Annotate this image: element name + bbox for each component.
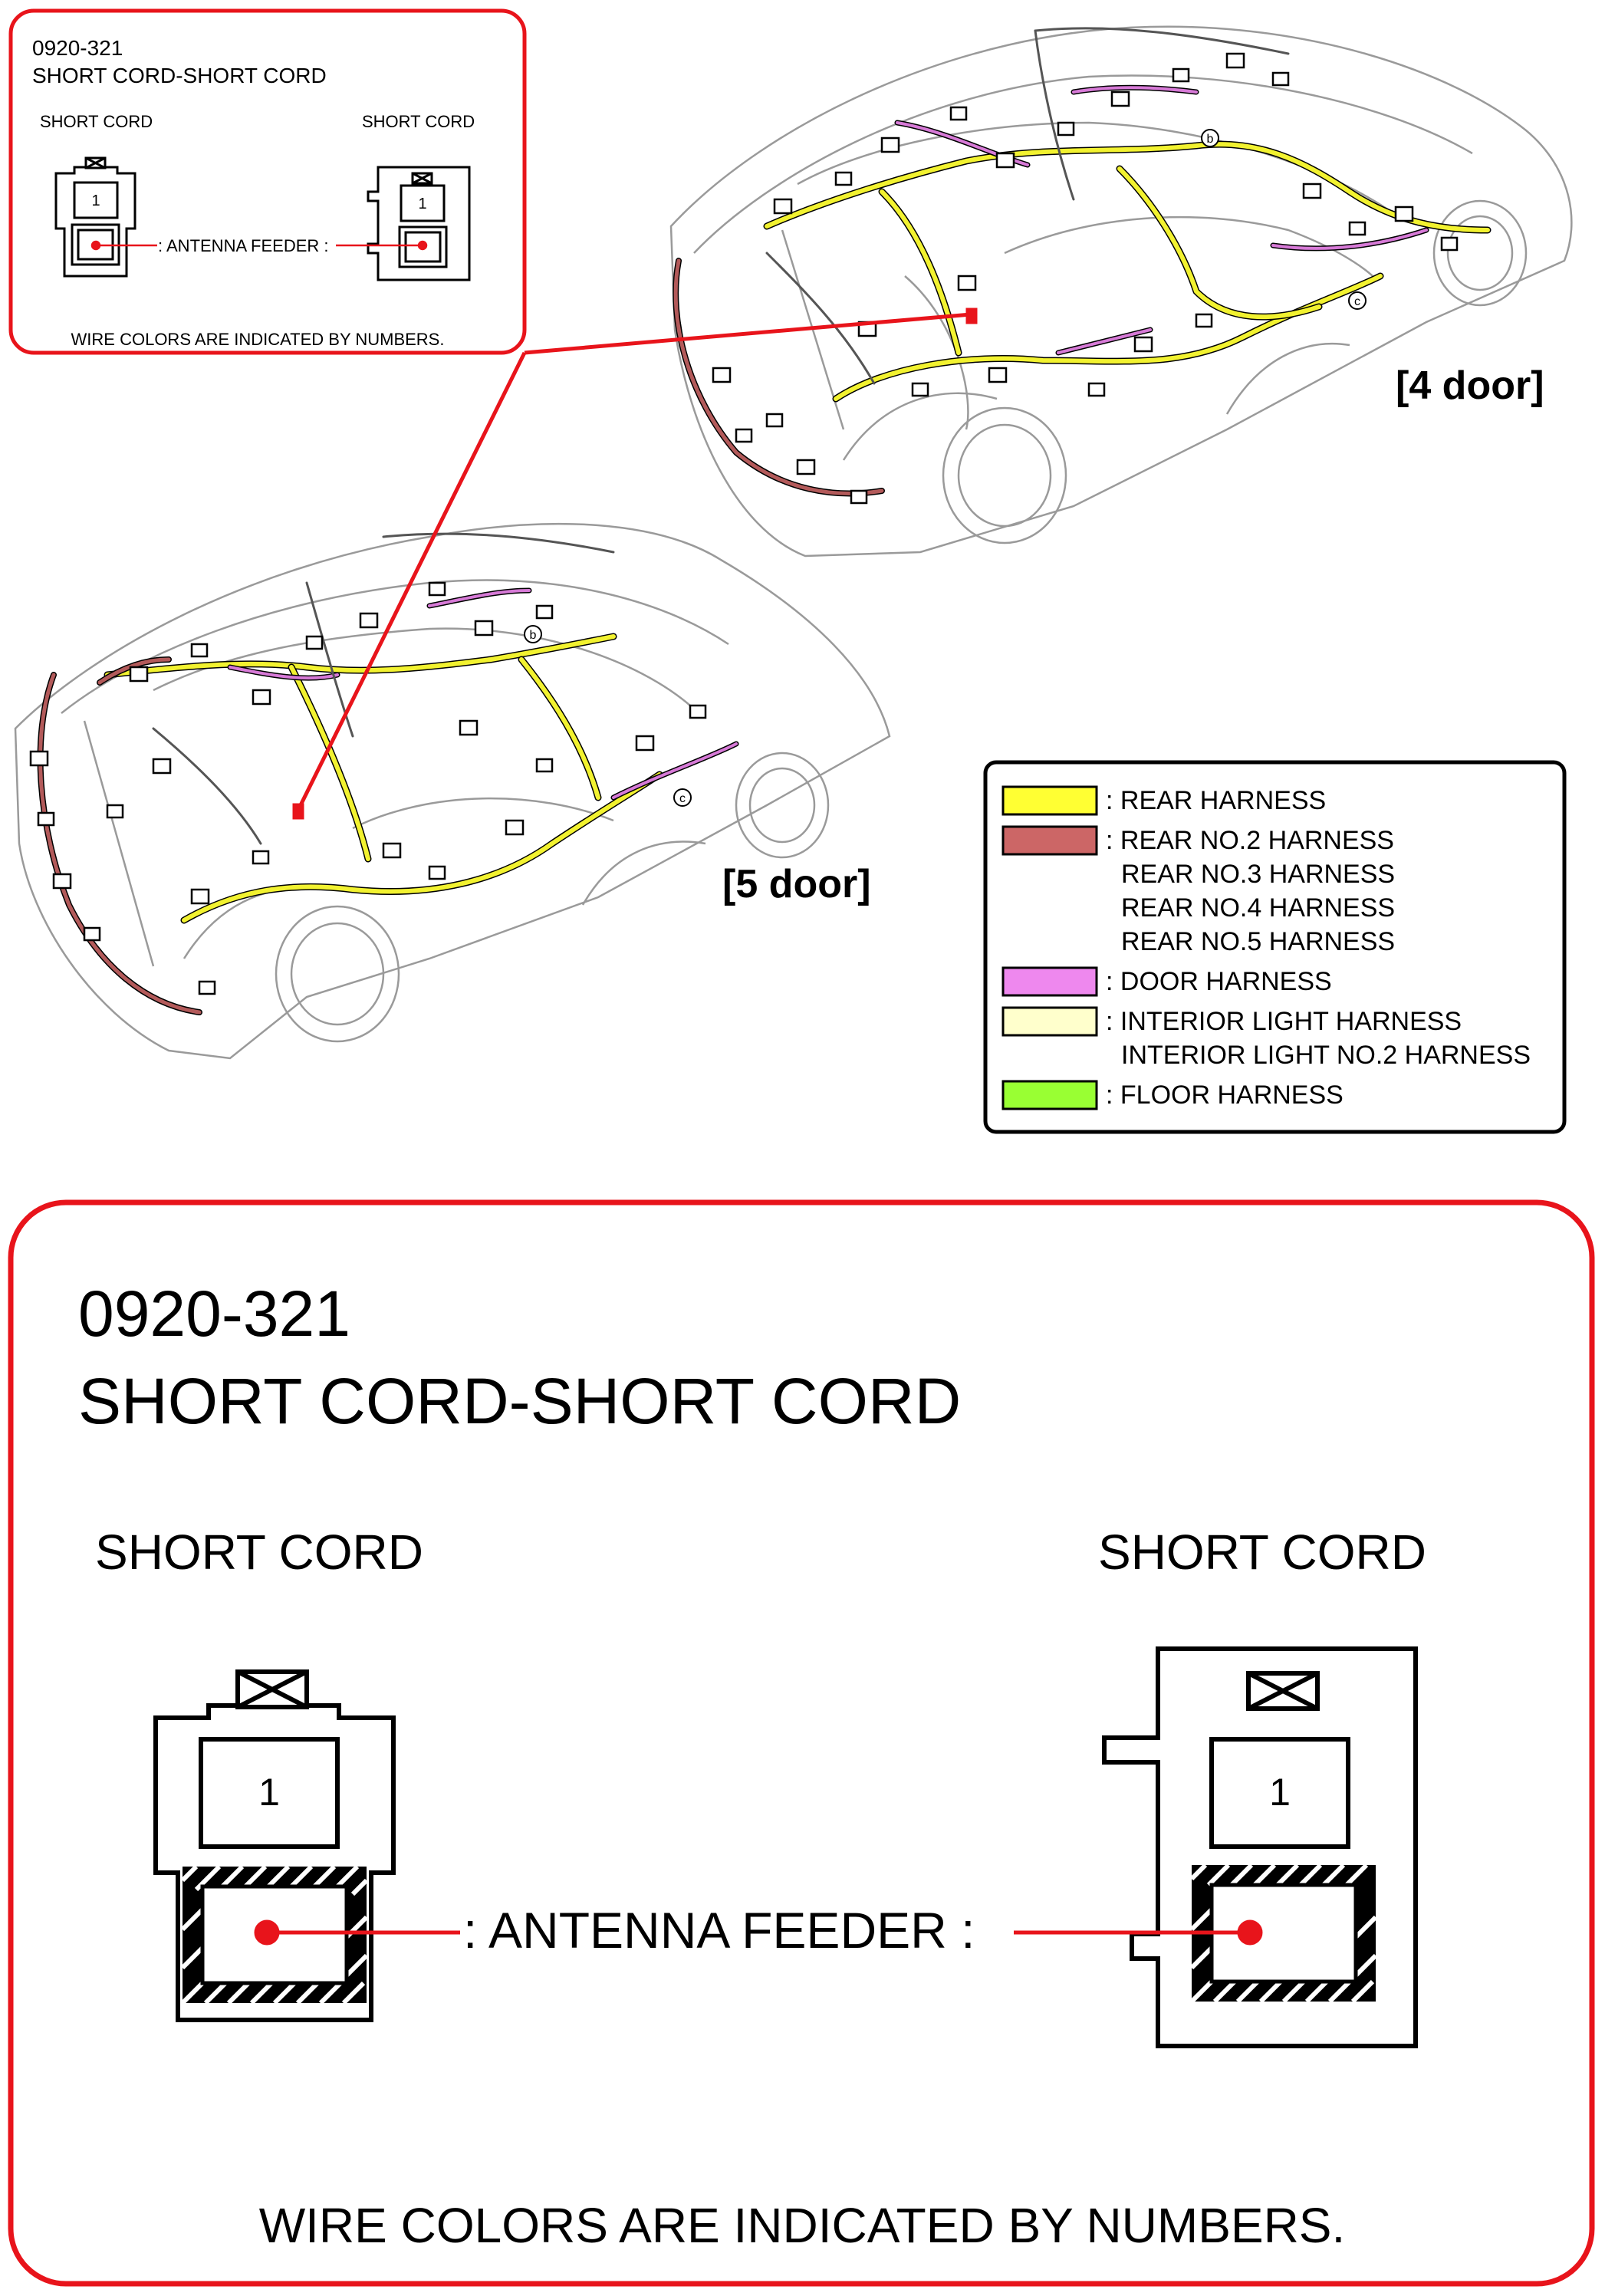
detail-note: WIRE COLORS ARE INDICATED BY NUMBERS. [259,2198,1346,2253]
legend-item: : DOOR HARNESS [1001,966,1332,997]
inset-left-connector [54,156,136,278]
legend-swatch [1001,1080,1098,1110]
pin-1-cavity-left [199,1737,340,1849]
legend-label: REAR NO.4 HARNESS [1121,893,1395,923]
car-5-door-harness-wires [37,532,739,1015]
inset-code: 0920-321 [32,36,123,60]
legend-swatch [1001,1006,1098,1037]
marker-c-5door: c [673,788,692,807]
feeder-terminal-left-dot [254,1919,280,1946]
inset-left-pin: 1 [91,192,100,209]
car-5-door-diagram [14,522,891,1060]
legend-label: : REAR HARNESS [1106,786,1326,815]
inset-leader-lines [295,312,972,813]
legend-swatch [1001,785,1098,816]
inset-right-label: SHORT CORD [362,112,475,131]
detail-right-label: SHORT CORD [1098,1525,1426,1580]
marker-b-4door: b [1201,129,1219,147]
connector-detail-large: 0920-321 SHORT CORD-SHORT CORD SHORT COR… [8,1199,1595,2287]
legend-label: : FLOOR HARNESS [1106,1081,1344,1110]
connector-inset-small: 0920-321 SHORT CORD-SHORT CORD SHORT COR… [8,8,527,355]
inset-right-connector [367,166,471,281]
legend-item: : REAR NO.2 HARNESS REAR NO.3 HARNESS REAR… [1001,825,1395,956]
legend-label: : REAR NO.2 HARNESS [1106,826,1394,855]
inset-left-label: SHORT CORD [40,112,153,131]
legend-label: REAR NO.5 HARNESS [1121,927,1395,956]
inset-title: SHORT CORD-SHORT CORD [32,64,327,87]
legend-item: : INTERIOR LIGHT HARNESS INTERIOR LIGHT N… [1001,1006,1531,1070]
detail-feeder-label: : ANTENNA FEEDER : [463,1902,975,1959]
detail-left-pin: 1 [258,1771,280,1814]
legend-frame [983,760,1567,1134]
detail-left-label: SHORT CORD [95,1525,423,1580]
harness-color-legend: : REAR HARNESS : REAR NO.2 HARNESS REAR NO… [983,760,1567,1134]
inset-feeder-line [90,240,428,251]
marker-b-text: b [1207,133,1214,146]
marker-c-text: c [1354,295,1360,308]
inset-note: WIRE COLORS ARE INDICATED BY NUMBERS. [71,330,445,349]
marker-c-text: c [679,792,686,805]
detail-right-pin: 1 [1269,1771,1291,1814]
car-4-door-label: [4 door] [1396,363,1544,408]
car-4-door-harness-wires [673,27,1492,497]
detail-right-shield [1189,1863,1378,2004]
detail-code: 0920-321 [78,1278,350,1350]
car-5-door-label: [5 door] [722,862,871,906]
legend-item: : FLOOR HARNESS [1001,1080,1344,1110]
marker-b-text: b [530,629,537,642]
feeder-terminal-right-dot [1237,1919,1263,1946]
inset-right-pin: 1 [418,196,426,212]
legend-items: : REAR HARNESS : REAR NO.2 HARNESS REAR NO… [1001,785,1531,1110]
marker-b-5door: b [524,625,542,643]
legend-label: : DOOR HARNESS [1106,967,1332,996]
detail-title: SHORT CORD-SHORT CORD [78,1365,961,1437]
detail-feeder-line [254,1919,1263,1946]
legend-swatch [1001,966,1098,997]
legend-label: : INTERIOR LIGHT HARNESS [1106,1007,1462,1036]
inset-feeder-label: : ANTENNA FEEDER : [158,236,329,255]
legend-label: INTERIOR LIGHT NO.2 HARNESS [1121,1041,1531,1070]
marker-c-4door: c [1348,291,1367,310]
car-5-door-connectors [29,581,707,995]
car-4-door-connectors [712,52,1459,505]
legend-label: REAR NO.3 HARNESS [1121,860,1395,889]
legend-swatch [1001,825,1098,856]
pin-1-cavity-right [1209,1737,1350,1849]
legend-item: : REAR HARNESS [1001,785,1326,816]
